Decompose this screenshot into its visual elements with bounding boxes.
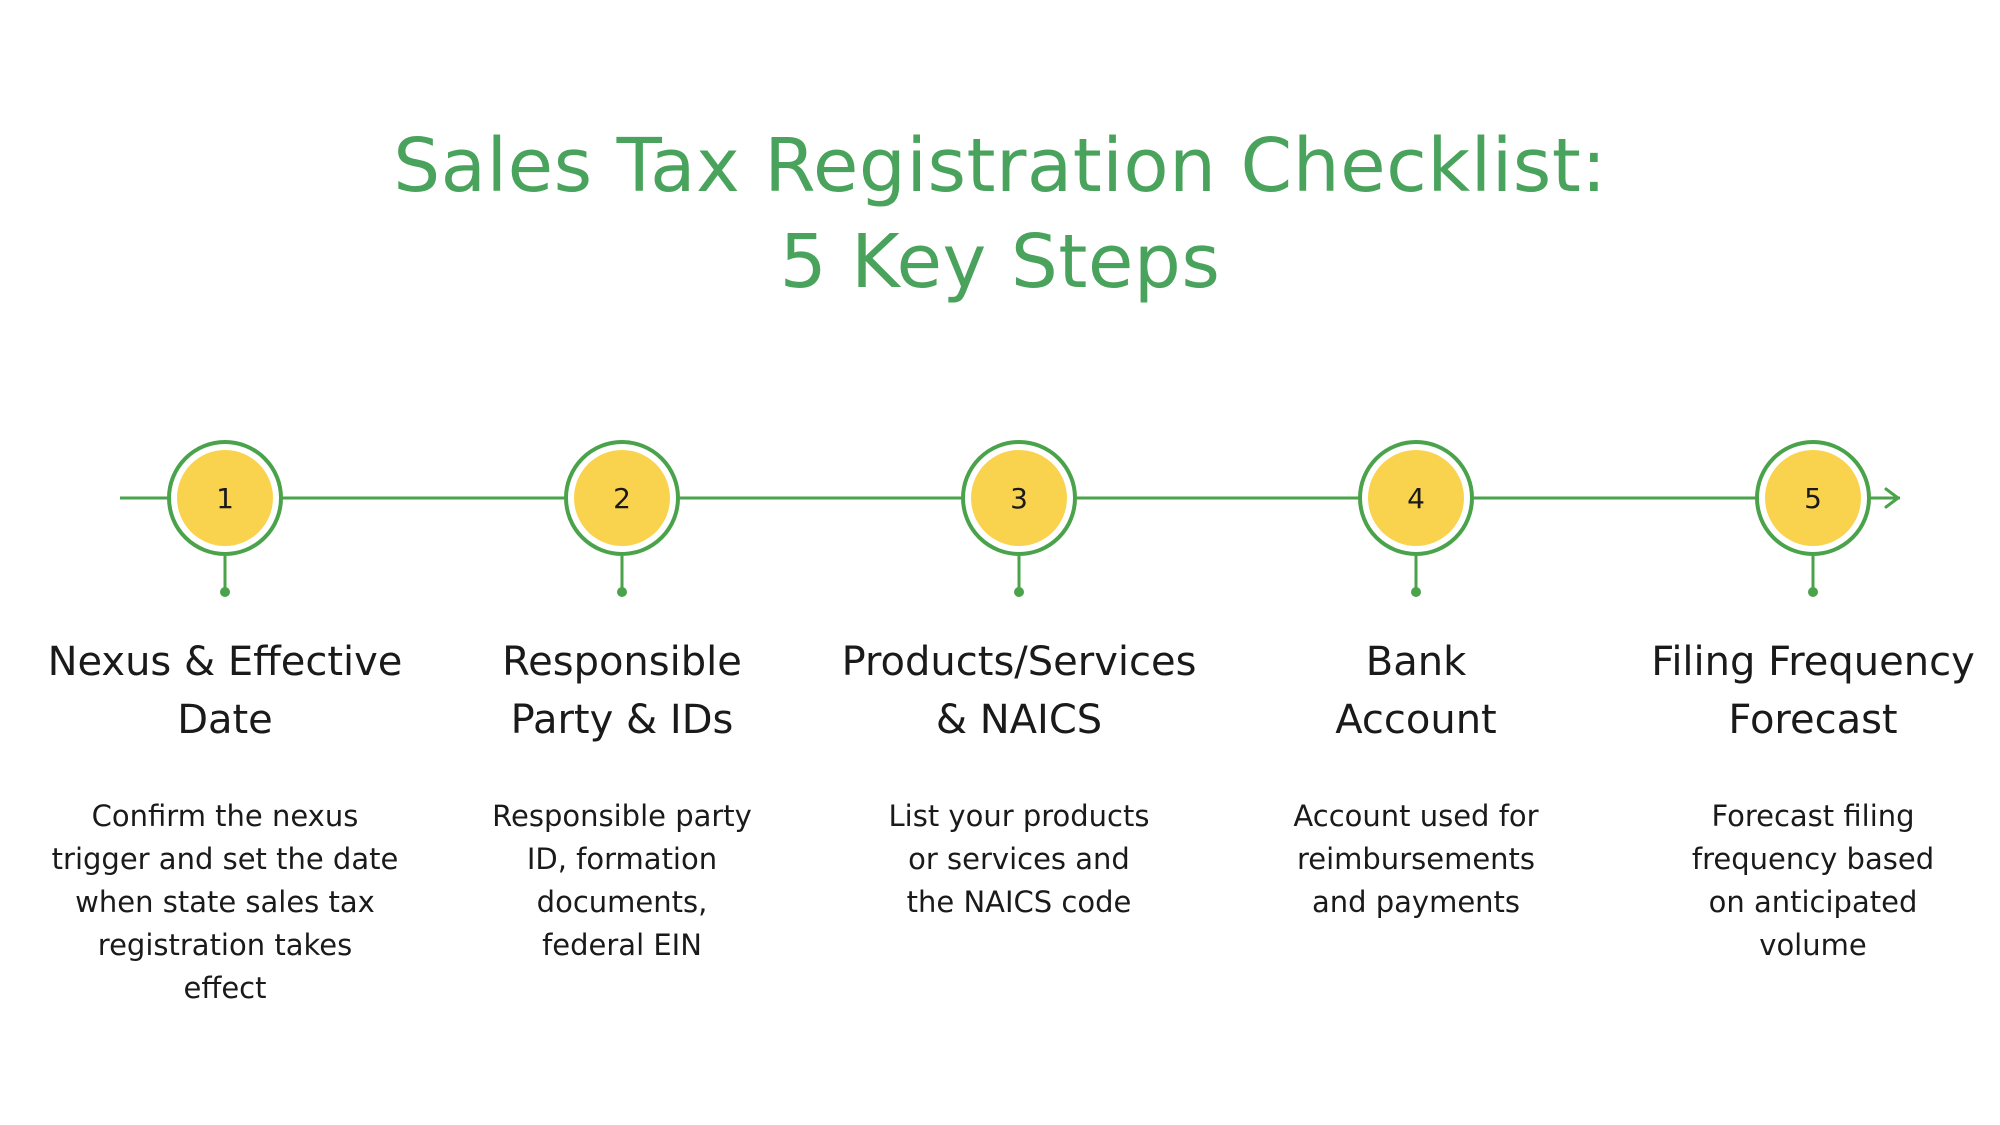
step-description-4: Account used for reimbursements and paymen… <box>1226 795 1606 924</box>
step-description-line: volume <box>1759 928 1867 962</box>
step-description-line: frequency based <box>1691 842 1935 876</box>
step-heading-line: Date <box>177 697 273 743</box>
step-description-line: federal EIN <box>542 928 702 962</box>
title-line-1: Sales Tax Registration Checklist: <box>393 123 1607 209</box>
step-heading-line: Forecast <box>1728 697 1898 743</box>
step-heading-line: Filing Frequency <box>1651 639 1975 685</box>
step-connector-dot <box>1411 587 1421 597</box>
step-heading-line: Responsible <box>502 639 742 685</box>
step-description-line: registration takes <box>97 928 353 962</box>
step-heading-line: Party & IDs <box>510 697 734 743</box>
step-circle <box>971 450 1067 546</box>
step-description-line: or services and <box>908 842 1130 876</box>
step-connector-dot <box>1014 587 1024 597</box>
step-number: 5 <box>1804 482 1822 515</box>
step-description-line: when state sales tax <box>75 885 375 919</box>
step-number: 2 <box>613 482 631 515</box>
step-description-line: Account used for <box>1293 799 1539 833</box>
step-marker-4: 4 <box>1358 440 1474 597</box>
step-connector-dot <box>220 587 230 597</box>
step-circle <box>574 450 670 546</box>
step-circle <box>1765 450 1861 546</box>
step-heading-3: Products/Services & NAICS <box>809 633 1229 749</box>
step-description-line: reimbursements <box>1296 842 1536 876</box>
step-number: 1 <box>216 482 234 515</box>
step-description-line: trigger and set the date <box>51 842 399 876</box>
step-description-line: the NAICS code <box>906 885 1132 919</box>
step-description-1: Confirm the nexus trigger and set the dat… <box>35 795 415 1010</box>
step-description-line: Forecast filing <box>1711 799 1915 833</box>
step-heading-line: Nexus & Effective <box>47 639 403 685</box>
step-description-line: documents, <box>536 885 708 919</box>
step-marker-3: 3 <box>961 440 1077 597</box>
page-title: Sales Tax Registration Checklist: 5 Key … <box>0 118 2000 310</box>
title-line-2: 5 Key Steps <box>779 219 1221 305</box>
step-connector-dot <box>1808 587 1818 597</box>
step-description-line: List your products <box>888 799 1150 833</box>
arrow-head-icon <box>1884 487 1900 509</box>
step-number: 3 <box>1010 482 1028 515</box>
step-description-line: Confirm the nexus <box>91 799 359 833</box>
step-number: 4 <box>1407 482 1425 515</box>
step-description-line: ID, formation <box>526 842 718 876</box>
step-description-line: Responsible party <box>492 799 752 833</box>
step-heading-line: & NAICS <box>935 697 1103 743</box>
step-heading-line: Account <box>1335 697 1497 743</box>
step-heading-line: Bank <box>1365 639 1467 685</box>
step-description-line: on anticipated <box>1708 885 1918 919</box>
step-connector-dot <box>617 587 627 597</box>
step-heading-line: Products/Services <box>841 639 1197 685</box>
step-circle <box>1368 450 1464 546</box>
step-description-3: List your products or services and the NAI… <box>829 795 1209 924</box>
step-description-line: effect <box>183 971 267 1005</box>
step-marker-1: 1 <box>167 440 283 597</box>
step-circle <box>177 450 273 546</box>
step-description-line: and payments <box>1311 885 1521 919</box>
step-description-5: Forecast filing frequency based on anticip… <box>1623 795 2000 967</box>
step-marker-5: 5 <box>1755 440 1871 597</box>
step-marker-2: 2 <box>564 440 680 597</box>
